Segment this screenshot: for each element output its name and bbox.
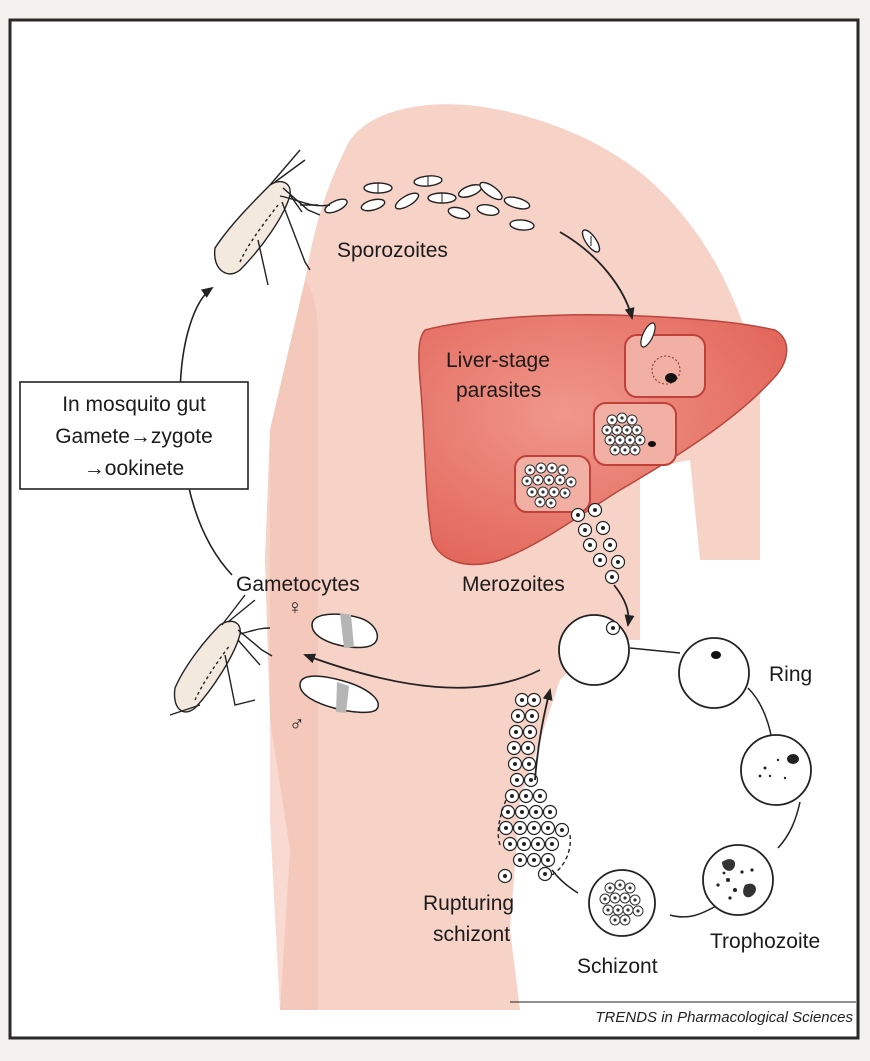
- rbc-schizont: [589, 870, 655, 936]
- label-ring: Ring: [769, 663, 812, 686]
- rbc-trophozoite-early: [741, 735, 811, 805]
- label-schizont: Schizont: [577, 955, 658, 978]
- label-male-symbol: ♂: [289, 713, 305, 736]
- label-rupturing-line-1: Rupturing: [423, 892, 514, 915]
- label-female-symbol: ♀: [287, 596, 303, 619]
- liver-cell-3: [515, 456, 590, 512]
- label-rupturing-line-2: schizont: [433, 923, 510, 946]
- label-merozoites: Merozoites: [462, 573, 565, 596]
- rbc-invaded: [559, 615, 629, 685]
- label-trophozoite: Trophozoite: [710, 930, 820, 953]
- liver-cell-2: [594, 403, 676, 465]
- mosquito-box-line-2: Gamete→zygote: [55, 425, 213, 448]
- figure-caption: TRENDS in Pharmacological Sciences: [595, 1009, 853, 1026]
- mosquito-box-line-1: In mosquito gut: [62, 393, 206, 416]
- rbc-trophozoite: [703, 845, 773, 915]
- rbc-ring: [679, 638, 749, 708]
- label-gametocytes: Gametocytes: [236, 573, 360, 596]
- label-liver-line-2: parasites: [456, 379, 541, 402]
- mosquito-box-line-3: →ookinete: [84, 457, 184, 480]
- label-liver-line-1: Liver-stage: [446, 349, 550, 372]
- label-sporozoites: Sporozoites: [337, 239, 448, 262]
